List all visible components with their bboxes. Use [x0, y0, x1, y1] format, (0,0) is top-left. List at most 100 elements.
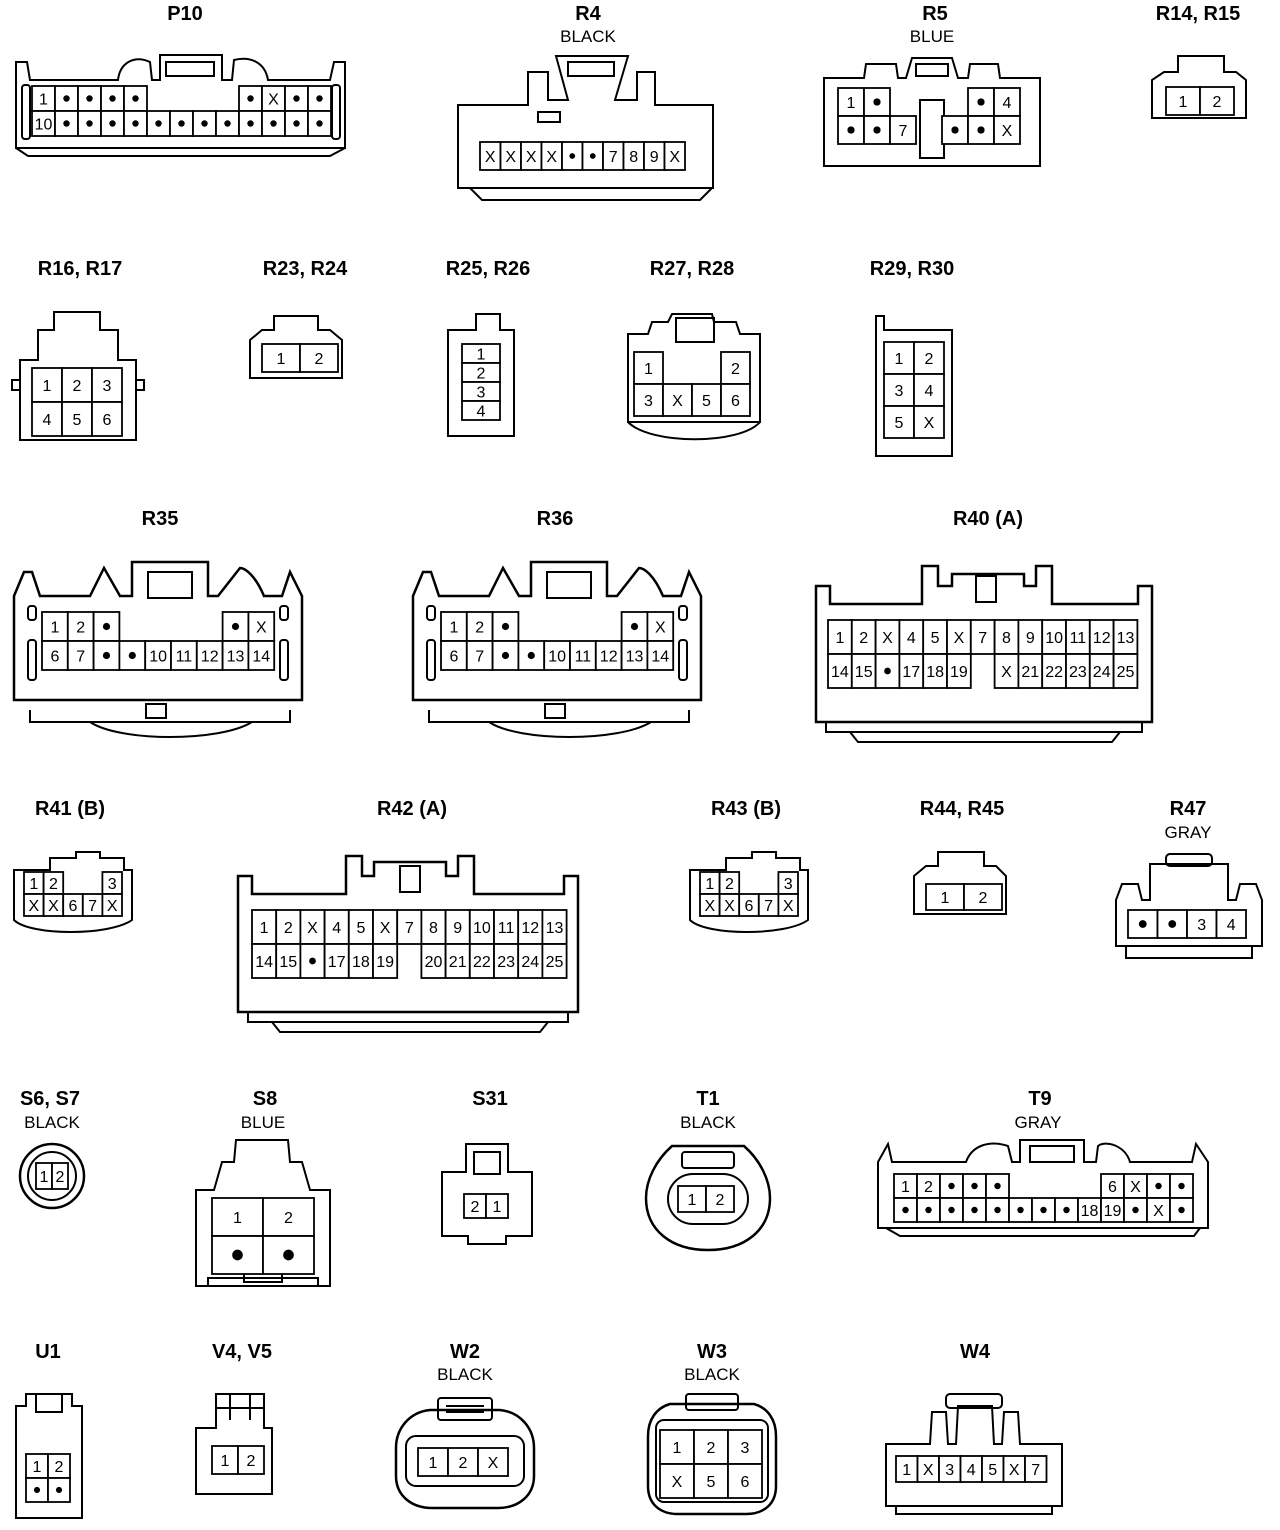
pin-number: 12 [1093, 630, 1111, 647]
pin-number: X [488, 1455, 499, 1472]
unused-pin-dot [501, 622, 510, 631]
pin-number: X [505, 149, 516, 166]
pin-number: 1 [40, 1169, 49, 1186]
pin-number: 6 [449, 649, 458, 666]
pin-cavity [41, 640, 69, 671]
pin-number: 2 [925, 351, 934, 368]
pin-cavity [963, 883, 1003, 911]
connector-title: W2 [450, 1341, 480, 1363]
pin-number: X [1130, 1179, 1141, 1196]
pin-number: 2 [55, 1459, 64, 1476]
pin-cavity [883, 373, 915, 407]
pin-number: 5 [702, 393, 711, 410]
pin-number: 8 [429, 920, 438, 937]
pin-number: 6 [731, 393, 740, 410]
unused-pin-dot [224, 120, 231, 127]
pin-number: 13 [546, 920, 564, 937]
pin-cavity [485, 1193, 509, 1219]
pin-number: 11 [176, 649, 193, 666]
pin-number: 2 [73, 378, 82, 395]
unused-pin-dot [109, 120, 116, 127]
pin-number: 4 [907, 630, 916, 647]
pin-number: 3 [103, 378, 112, 395]
pin-cavity [946, 653, 972, 689]
pin-cavity [468, 909, 495, 945]
connector-title: R29, R30 [870, 258, 955, 280]
pin-number: 1 [901, 1179, 910, 1196]
unused-pin-dot [316, 95, 323, 102]
unused-pin-dot [527, 651, 535, 660]
unused-pin-dot [925, 1206, 932, 1214]
pin-number: X [954, 630, 965, 647]
pin-number: 2 [707, 1440, 716, 1457]
unused-pin-dot [86, 120, 93, 127]
pin-number: 6 [103, 412, 112, 429]
pin-number: 2 [247, 1453, 256, 1470]
connector-title: R47 [1170, 798, 1207, 820]
unused-pin-dot [902, 1206, 909, 1214]
connector-title: R43 (B) [711, 798, 781, 820]
pin-number: 1 [1179, 94, 1188, 111]
pin-cavity [444, 943, 471, 979]
pin-number: 2 [731, 361, 740, 378]
pin-number: 1 [705, 876, 714, 893]
pin-number: X [28, 898, 39, 915]
connector-title: R41 (B) [35, 798, 105, 820]
pin-cavity [659, 1463, 695, 1499]
pin-number: 5 [988, 1462, 997, 1479]
pin-number: 1 [39, 92, 48, 109]
pin-cavity [1165, 86, 1201, 116]
connector-title: R16, R17 [38, 258, 123, 280]
pin-number: 7 [76, 649, 85, 666]
connector-title: V4, V5 [212, 1341, 272, 1363]
pin-number: X [526, 149, 537, 166]
pin-cavity [491, 640, 520, 671]
pin-number: X [107, 898, 118, 915]
pin-cavity [420, 943, 447, 979]
pin-cavity [913, 405, 945, 439]
unused-pin-dot [293, 120, 300, 127]
pin-number: 5 [356, 920, 365, 937]
connector-title: W4 [960, 1341, 991, 1363]
pin-number: X [924, 415, 935, 432]
pin-cavity [493, 943, 520, 979]
pin-number: 2 [477, 366, 486, 383]
pin-number: 4 [43, 412, 52, 429]
connector-color: GRAY [1165, 823, 1212, 842]
pin-cavity [465, 640, 494, 671]
pin-number: 4 [477, 404, 486, 421]
pin-number: 20 [425, 954, 443, 971]
unused-pin-dot [309, 957, 316, 965]
pin-number: 1 [688, 1192, 697, 1209]
unused-pin-dot [501, 651, 510, 660]
pin-number: 1 [260, 920, 269, 937]
pin-number: 12 [201, 649, 219, 666]
pin-number: 21 [1021, 664, 1039, 681]
pin-number: 6 [1108, 1179, 1117, 1196]
pin-number: 2 [725, 876, 734, 893]
pin-number: X [485, 149, 496, 166]
pin-number: 4 [332, 920, 341, 937]
pin-number: 2 [716, 1192, 725, 1209]
pin-number: X [1001, 664, 1012, 681]
pin-cavity [447, 1447, 479, 1477]
pin-number: 1 [895, 351, 904, 368]
unused-pin-dot [873, 126, 881, 134]
unused-pin-dot [155, 120, 162, 127]
pin-number: 17 [902, 664, 920, 681]
unused-pin-dot [971, 1206, 978, 1214]
unused-pin-dot [201, 120, 208, 127]
pin-cavity [237, 1445, 265, 1475]
pin-number: 1 [33, 1459, 42, 1476]
pin-number: 9 [453, 920, 462, 937]
pin-cavity [993, 115, 1021, 145]
pin-number: 2 [475, 620, 484, 637]
